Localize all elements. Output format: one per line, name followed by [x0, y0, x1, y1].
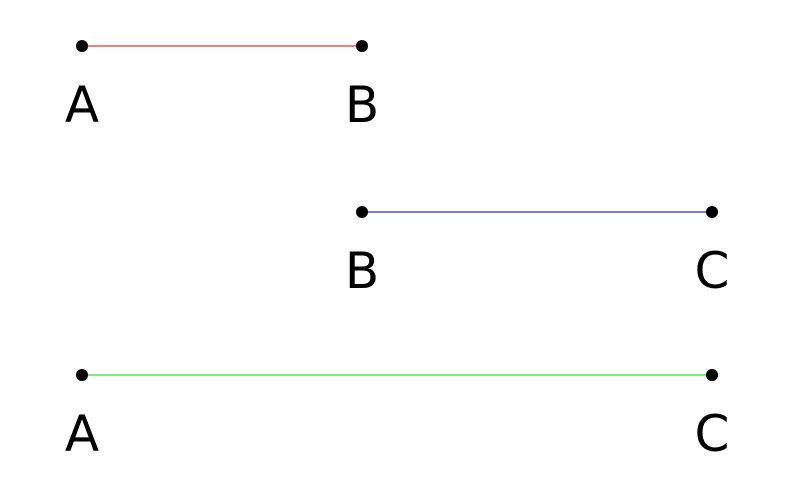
segment-bc-start-label: B [345, 242, 379, 300]
segment-ab-start-point [76, 40, 88, 52]
segment-ab-start-label: A [65, 76, 99, 134]
segment-ac-start-label: A [65, 405, 99, 463]
segment-bc: B C [345, 206, 730, 300]
segment-ac-end-point [706, 369, 718, 381]
segment-ac-start-point [76, 369, 88, 381]
segment-bc-end-label: C [695, 242, 730, 300]
segment-ac-end-label: C [695, 405, 730, 463]
segment-ab-end-label: B [345, 76, 379, 134]
segment-ac: A C [65, 369, 730, 463]
segment-ab-end-point [356, 40, 368, 52]
segment-ab: A B [65, 40, 379, 134]
segment-bc-start-point [356, 206, 368, 218]
segment-bc-end-point [706, 206, 718, 218]
